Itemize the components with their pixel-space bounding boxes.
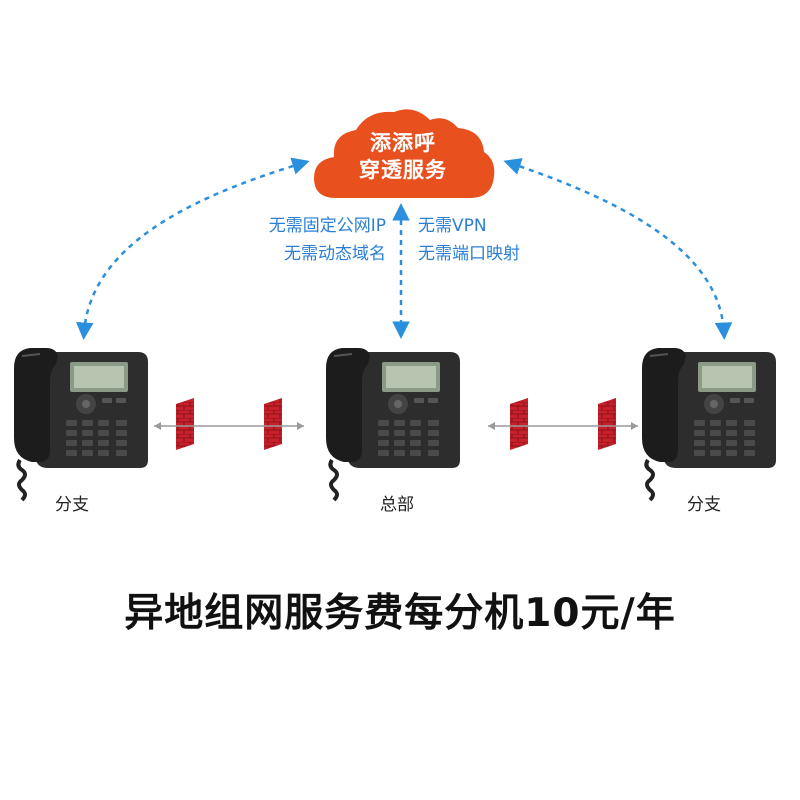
note-no-ddns: 无需动态域名: [284, 244, 386, 264]
cloud-icon: [314, 109, 495, 198]
branch-phone-right-icon: [640, 346, 778, 502]
notes-right: 无需VPN 无需端口映射: [418, 212, 608, 268]
cloud-label-line2: 穿透服务: [359, 158, 447, 182]
arrow-cloud-to-right-branch: [503, 158, 733, 340]
branch-phone-left-icon: [12, 346, 150, 502]
note-no-vpn: 无需VPN: [418, 216, 487, 236]
cloud-label: 添添呼 穿透服务: [318, 130, 488, 184]
note-no-static-ip: 无需固定公网IP: [268, 216, 386, 236]
notes-left: 无需固定公网IP 无需动态域名: [200, 212, 386, 268]
arrow-cloud-to-left-branch: [76, 157, 310, 340]
firewall-left-icon: [153, 397, 305, 451]
firewall-right-icon: [487, 397, 639, 451]
hq-phone-icon: [324, 346, 462, 502]
node-label-hq: 总部: [380, 495, 414, 515]
pricing-headline: 异地组网服务费每分机10元/年: [124, 591, 676, 636]
node-label-right-branch: 分支: [687, 495, 721, 515]
note-no-port-mapping: 无需端口映射: [418, 244, 520, 264]
node-label-left-branch: 分支: [55, 495, 89, 515]
cloud-label-line1: 添添呼: [370, 131, 436, 155]
